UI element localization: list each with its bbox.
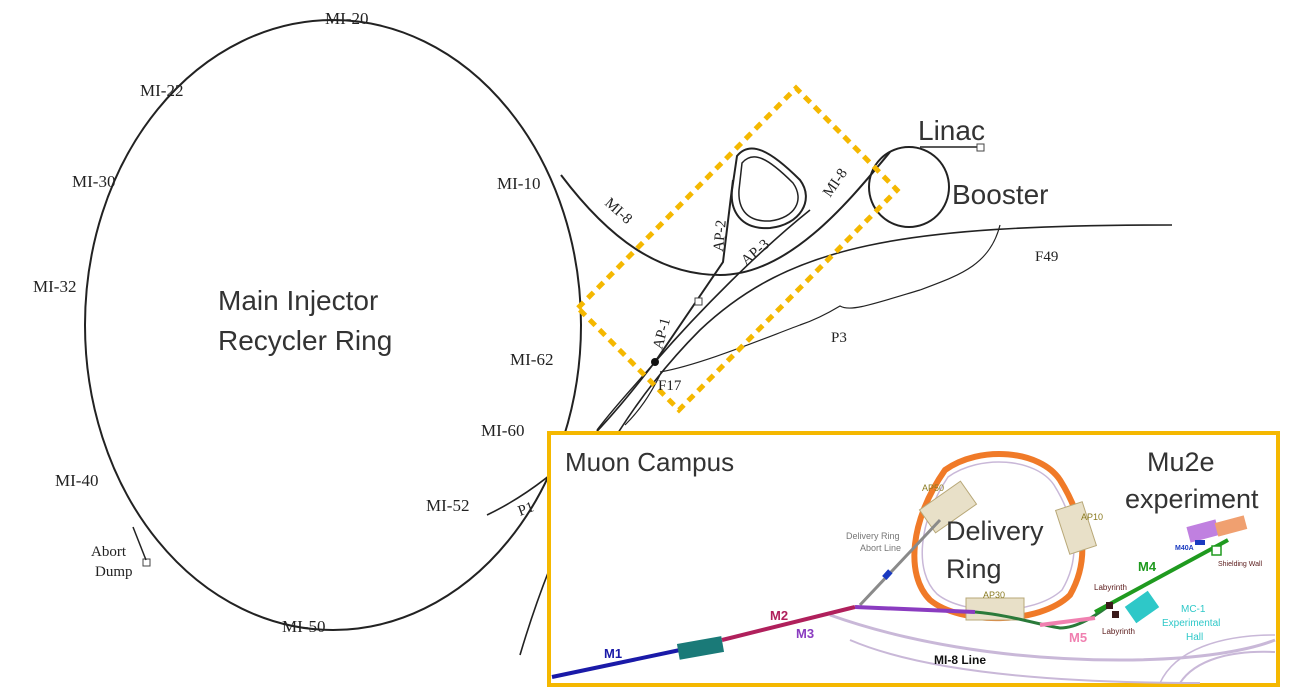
- abort-line-marker: [882, 569, 893, 580]
- m5-label: M5: [1069, 630, 1087, 645]
- m5-beamline: [1039, 616, 1096, 627]
- abort-dump-line: [132, 526, 147, 561]
- inset-site-road-4: [1159, 634, 1276, 684]
- p-branch-curve: [624, 374, 661, 426]
- abort-line-label-line1: Delivery Ring: [846, 531, 900, 541]
- station-label-mi10: MI-10: [497, 174, 540, 193]
- mc1-hall-box: [1124, 590, 1160, 624]
- p1-label: P1: [516, 499, 536, 519]
- small-triangle-ring-outer: [730, 147, 807, 230]
- station-label-mi32: MI-32: [33, 277, 76, 296]
- ap1-label: AP-1: [650, 316, 674, 351]
- muon-campus-inset: Muon Campus Delivery Ring Mu2e experimen…: [547, 431, 1280, 687]
- f49-label: F49: [1035, 249, 1058, 265]
- ap-line-marker: [694, 297, 703, 306]
- mu2e-label-line2: experiment: [1125, 484, 1259, 514]
- labyrinth-label-1: Labyrinth: [1094, 583, 1127, 592]
- station-label-mi22: MI-22: [140, 81, 183, 100]
- m3-label: M3: [796, 626, 814, 641]
- booster-ring: [868, 146, 950, 228]
- abort-dump-label-line2: Dump: [95, 564, 133, 580]
- f17-label: F17: [658, 378, 682, 394]
- delivery-ring-shape: [911, 451, 1086, 622]
- ap1-line-path: [654, 179, 734, 363]
- mu2e-building-end: [1214, 515, 1248, 537]
- p-beamline-left: [596, 361, 656, 431]
- booster-label: Booster: [952, 179, 1049, 210]
- m4-beamline: [1094, 538, 1229, 614]
- ap10-station-box: [1054, 501, 1098, 555]
- ap50-label: AP50: [922, 483, 944, 493]
- abort-dump-marker: [142, 558, 151, 567]
- m1-label: M1: [604, 646, 622, 661]
- m40a-label: M40A: [1175, 545, 1194, 552]
- station-label-mi30: MI-30: [72, 172, 115, 191]
- station-label-mi40: MI-40: [55, 471, 98, 490]
- station-label-mi52: MI-52: [426, 496, 469, 515]
- m2-beamline: [721, 605, 856, 642]
- ap30-station-box: [965, 597, 1025, 621]
- mu2e-building-main: [1186, 519, 1220, 543]
- muon-campus-title: Muon Campus: [565, 447, 734, 477]
- f17-junction-dot: [651, 358, 659, 366]
- mu2e-label-line1: Mu2e: [1147, 447, 1215, 477]
- m4-m5-beamline: [974, 603, 1111, 630]
- mc1-label-line1: MC-1: [1181, 604, 1206, 615]
- labyrinth-marker-2: [1112, 611, 1119, 618]
- ap10-label: AP10: [1081, 512, 1103, 522]
- shielding-wall-label: Shielding Wall: [1218, 561, 1263, 568]
- ap3-line-path: [654, 209, 811, 363]
- mc1-label-line2: Experimental: [1162, 618, 1220, 629]
- labyrinth-marker-1: [1106, 602, 1113, 609]
- mi8-left-label: MI-8: [601, 195, 635, 228]
- p3-label: P3: [831, 330, 847, 346]
- small-triangle-ring-inner: [738, 156, 799, 222]
- inset-site-road-1: [829, 613, 1276, 662]
- m1-beamline: [551, 648, 681, 679]
- main-injector-label: Main Injector: [218, 285, 378, 316]
- main-injector-ring: [84, 19, 582, 631]
- abort-line-label-line2: Abort Line: [860, 543, 901, 553]
- ap30-label: AP30: [983, 590, 1005, 600]
- recycler-ring-label: Recycler Ring: [218, 325, 392, 356]
- mc1-label-line3: Hall: [1186, 632, 1203, 643]
- station-label-mi60: MI-60: [481, 421, 524, 440]
- ap50-station-box: [918, 480, 978, 534]
- m1-target-box: [676, 636, 725, 660]
- mi8-line-label: MI-8 Line: [934, 653, 986, 667]
- station-label-mi20: MI-20: [325, 9, 368, 28]
- linac-label: Linac: [918, 115, 985, 146]
- station-label-mi50: MI-50: [282, 617, 325, 636]
- mi8-right-label: MI-8: [820, 166, 851, 200]
- delivery-ring-label-line1: Delivery: [946, 516, 1044, 546]
- inset-site-road-2: [849, 639, 1201, 684]
- m2-label: M2: [770, 608, 788, 623]
- delivery-ring-label-line2: Ring: [946, 554, 1002, 584]
- delivery-ring-abort-line: [858, 518, 942, 607]
- m40a-marker: [1195, 540, 1205, 545]
- m3-beamline: [854, 605, 976, 614]
- ap2-label: AP-2: [711, 219, 730, 252]
- delivery-ring-inner: [921, 461, 1075, 611]
- mi8-line-path: [560, 151, 891, 277]
- labyrinth-label-2: Labyrinth: [1102, 627, 1135, 636]
- shielding-wall-marker: [1211, 545, 1222, 556]
- linac-end-marker: [976, 143, 985, 152]
- highlight-dotted-box: [574, 84, 901, 414]
- station-label-mi62: MI-62: [510, 350, 553, 369]
- abort-dump-label-line1: Abort: [91, 544, 127, 560]
- inset-site-road-3: [1179, 650, 1276, 684]
- m4-label: M4: [1138, 559, 1157, 574]
